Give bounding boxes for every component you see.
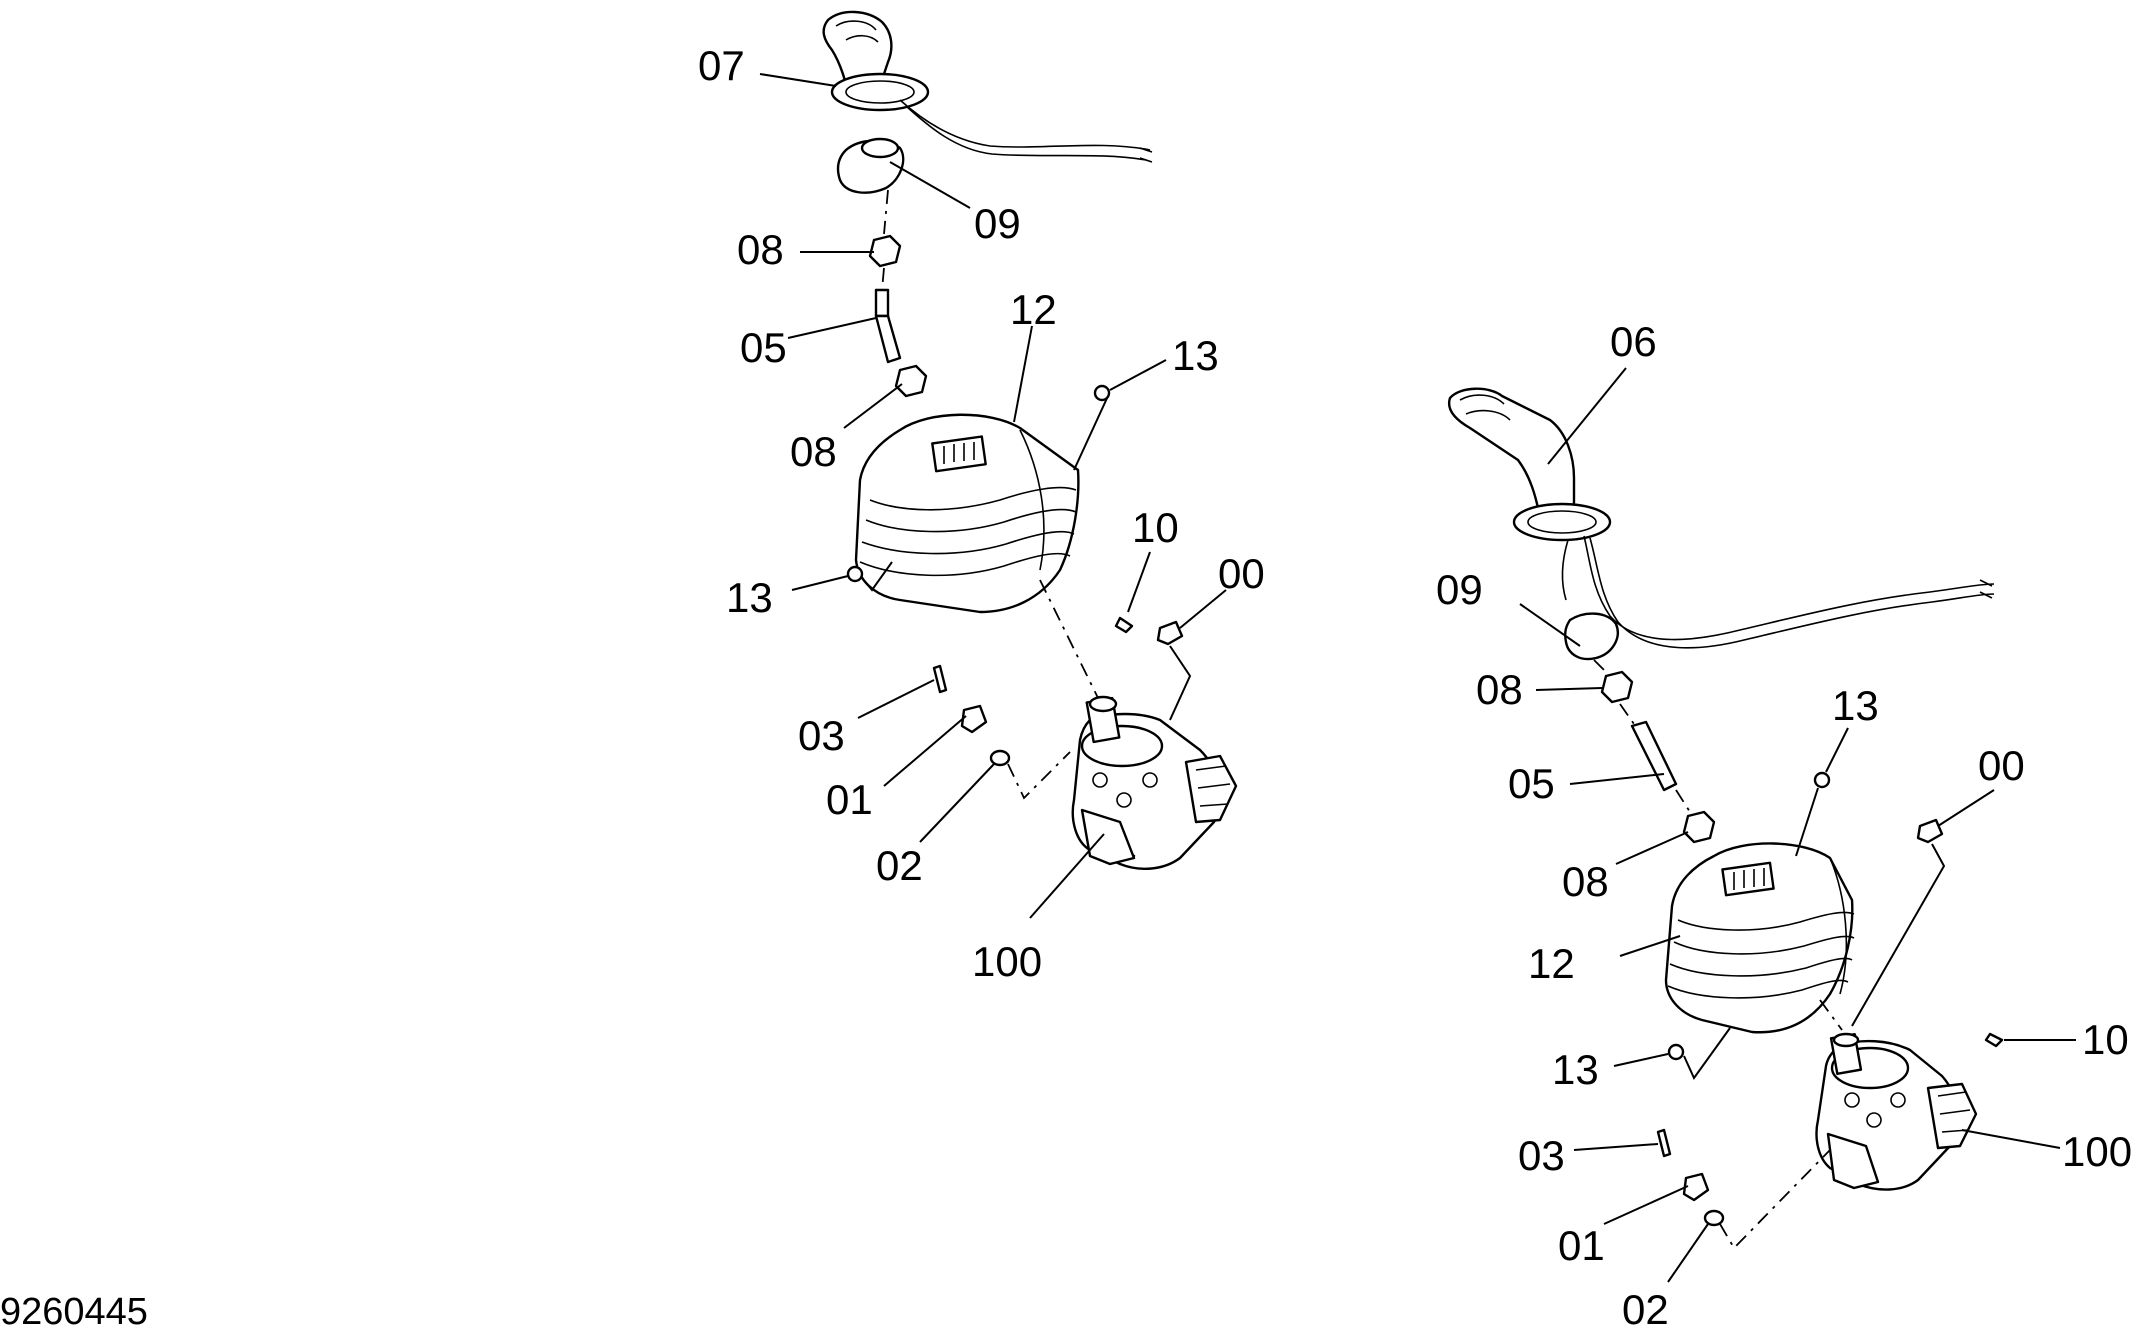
callout-13: 13 bbox=[1172, 332, 1219, 379]
left-center-line-rod bbox=[881, 267, 885, 291]
callout-05: 05 bbox=[740, 324, 787, 371]
right-pin-03 bbox=[1656, 1128, 1672, 1158]
callout-10: 10 bbox=[2082, 1016, 2129, 1063]
callout-08: 08 bbox=[1562, 858, 1609, 905]
callout-10: 10 bbox=[1132, 504, 1179, 551]
left-pilot-valve-100 bbox=[1071, 695, 1238, 870]
callout-12: 12 bbox=[1010, 286, 1057, 333]
callout-01: 01 bbox=[1558, 1222, 1605, 1269]
callout-12: 12 bbox=[1528, 940, 1575, 987]
left-bolt-10 bbox=[1114, 616, 1134, 634]
right-center-line-washer bbox=[1719, 1149, 1831, 1250]
right-leader-lines bbox=[1519, 367, 2076, 1283]
callout-03: 03 bbox=[798, 712, 845, 759]
callout-00: 00 bbox=[1218, 550, 1265, 597]
callout-13: 13 bbox=[1832, 682, 1879, 729]
callout-02: 02 bbox=[876, 842, 923, 889]
left-screw-13-lower bbox=[846, 565, 864, 583]
callout-05: 05 bbox=[1508, 760, 1555, 807]
left-rubber-boot-09 bbox=[836, 137, 905, 194]
left-assembly: 07 09 08 05 08 12 13 13 10 00 03 01 02 1… bbox=[698, 10, 1265, 985]
left-bellows-boot-12 bbox=[854, 413, 1080, 614]
right-bolt-10 bbox=[1984, 1032, 2004, 1048]
right-center-line-boot bbox=[1675, 789, 1691, 813]
right-pilot-valve-100 bbox=[1815, 1032, 1978, 1191]
right-nut-08-upper bbox=[1600, 670, 1634, 704]
left-nut-08-upper bbox=[868, 234, 902, 268]
left-leader-lines bbox=[759, 73, 1227, 919]
right-rod-05 bbox=[1630, 720, 1678, 792]
right-washer-02 bbox=[1703, 1209, 1725, 1227]
right-center-line-rod bbox=[1619, 703, 1635, 725]
right-assembly: 06 09 08 13 05 00 08 12 10 13 100 03 01 … bbox=[1436, 318, 2132, 1331]
right-nut-08-lower bbox=[1682, 810, 1716, 844]
callout-00: 00 bbox=[1978, 742, 2025, 789]
right-center-line-valve bbox=[1819, 999, 1843, 1031]
right-rubber-boot-09 bbox=[1564, 612, 1619, 661]
left-center-line-washer bbox=[1007, 751, 1071, 800]
left-nut-08-lower bbox=[894, 364, 928, 398]
right-screw-13-upper bbox=[1813, 771, 1831, 789]
drawing-number: 9260445 bbox=[0, 1291, 148, 1331]
callout-06: 06 bbox=[1610, 318, 1657, 365]
callout-08: 08 bbox=[737, 226, 784, 273]
left-screw-13-upper bbox=[1093, 384, 1111, 402]
callout-13: 13 bbox=[1552, 1046, 1599, 1093]
left-center-line-upper bbox=[883, 189, 889, 235]
left-rod-05 bbox=[874, 288, 902, 364]
right-bellows-boot-12 bbox=[1664, 842, 1855, 1034]
callout-100: 100 bbox=[972, 938, 1042, 985]
right-joystick-handle bbox=[1447, 387, 1995, 649]
right-bolt-01 bbox=[1682, 1172, 1710, 1202]
callout-100: 100 bbox=[2062, 1128, 2132, 1175]
callout-02: 02 bbox=[1622, 1286, 1669, 1331]
right-screw-13-lower bbox=[1667, 1043, 1685, 1061]
right-center-line-upper bbox=[1593, 659, 1609, 675]
left-bolt-01 bbox=[960, 704, 988, 734]
left-center-line-boot bbox=[1039, 579, 1099, 699]
callout-09: 09 bbox=[1436, 566, 1483, 613]
left-joystick-handle bbox=[822, 10, 1153, 163]
left-pin-03 bbox=[932, 664, 948, 694]
callout-01: 01 bbox=[826, 776, 873, 823]
right-bolt-00 bbox=[1916, 818, 1944, 844]
callout-09: 09 bbox=[974, 200, 1021, 247]
left-washer-02 bbox=[989, 749, 1011, 767]
callout-03: 03 bbox=[1518, 1132, 1565, 1179]
callout-13: 13 bbox=[726, 574, 773, 621]
callout-08: 08 bbox=[790, 428, 837, 475]
callout-07: 07 bbox=[698, 42, 745, 89]
left-bolt-00 bbox=[1156, 620, 1184, 646]
callout-08: 08 bbox=[1476, 666, 1523, 713]
